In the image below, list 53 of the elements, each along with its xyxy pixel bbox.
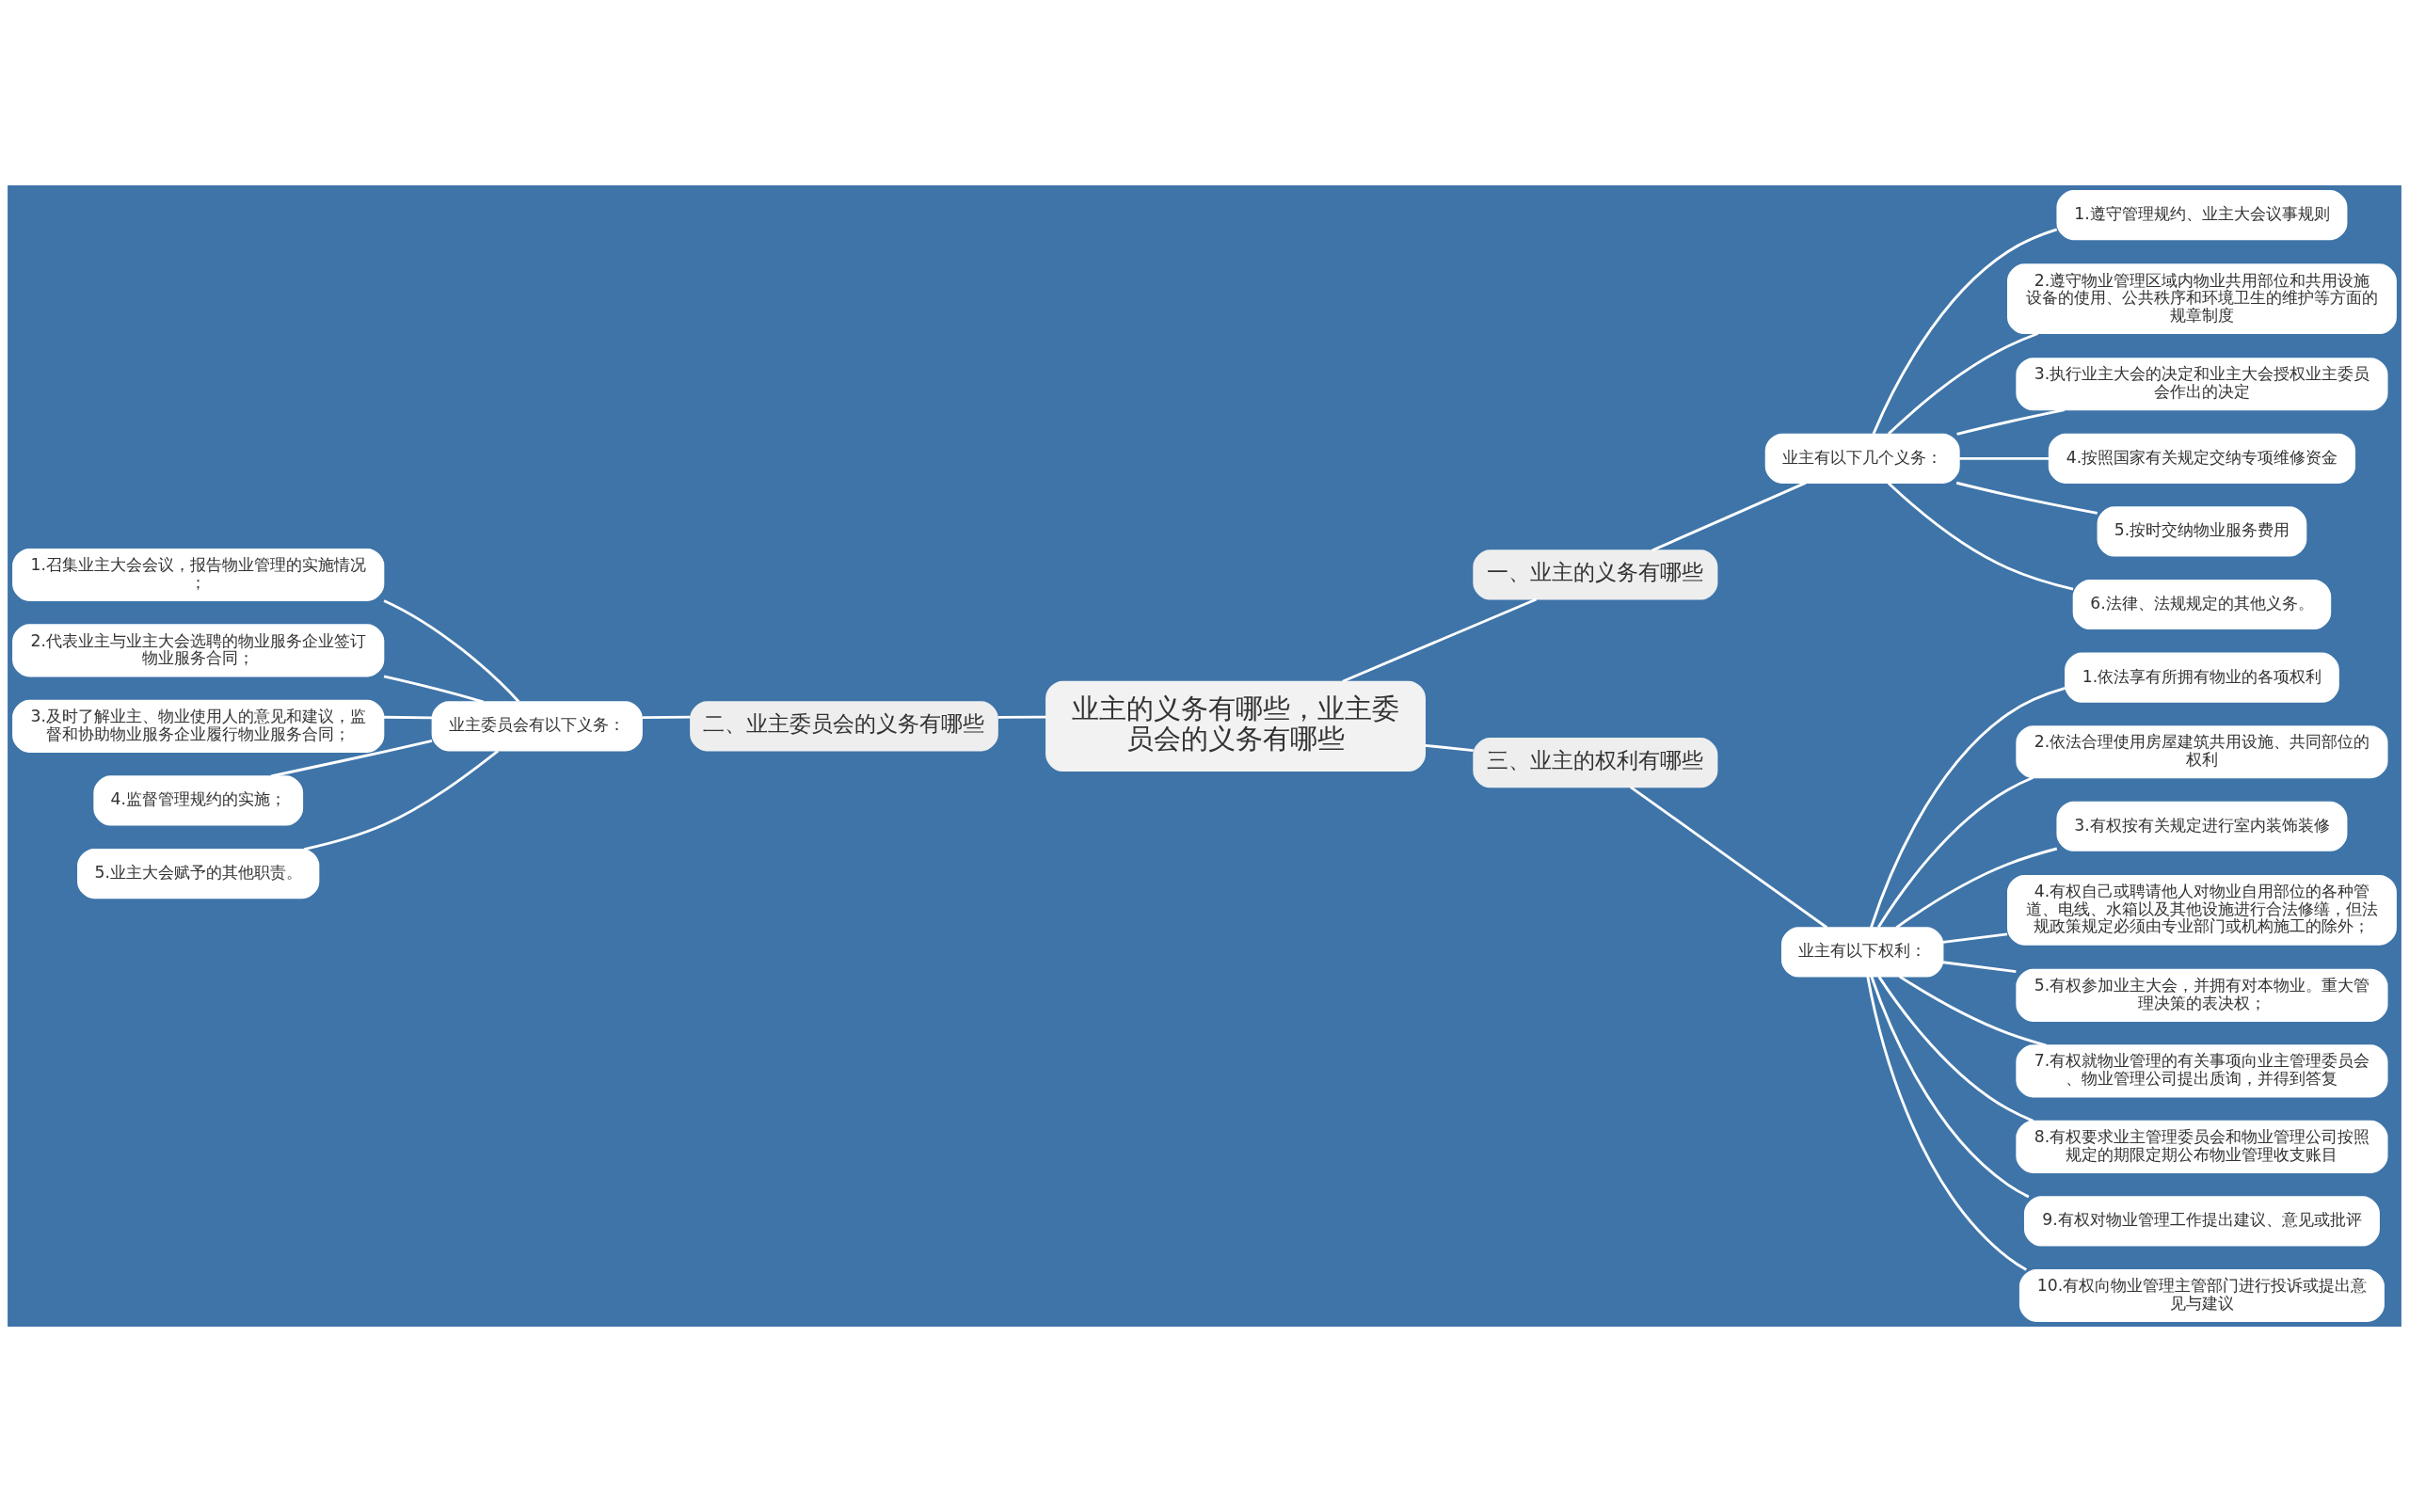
connector	[1942, 932, 2008, 944]
connector	[1888, 332, 2039, 436]
connector	[1955, 481, 2098, 515]
connector	[1872, 228, 2058, 435]
connector	[997, 715, 1046, 719]
node-box: 3.执行业主大会的决定和业主大会授权业主委员会作出的决定	[2016, 358, 2388, 411]
node-box: 业主委员会有以下义务：	[431, 701, 643, 752]
node-box: 一、业主的义务有哪些	[1473, 549, 1718, 600]
node-box: 业主有以下权利：	[1780, 927, 1944, 978]
connector	[642, 715, 691, 720]
node-box: 3.有权按有关规定进行室内装饰装修	[2056, 801, 2348, 851]
node-box: 1.召集业主大会会议，报告物业管理的实施情况；	[12, 548, 385, 601]
connector	[1898, 975, 2047, 1047]
node-box: 4.有权自己或聘请他人对物业自用部位的各种管道、电线、水箱以及其他设施进行合法修缮，但法规政策规定必须由专业部门或机构施工的除外；	[2007, 874, 2397, 946]
connector	[383, 675, 484, 704]
connector	[1959, 456, 2050, 460]
connector	[1630, 786, 1828, 929]
connector	[1342, 597, 1538, 683]
node-box: 4.监督管理规约的实施；	[93, 775, 304, 826]
node-box: 5.按时交纳物业服务费用	[2097, 506, 2307, 557]
connector	[1956, 408, 2066, 436]
node-box: 4.按照国家有关规定交纳专项维修资金	[2048, 433, 2356, 484]
connector	[1876, 776, 2034, 929]
node-box: 3.及时了解业主、物业使用人的意见和建议，监督和协助物业服务企业履行物业服务合同；	[12, 699, 385, 753]
connector	[383, 715, 433, 720]
node-box: 6.法律、法规规定的其他义务。	[2072, 579, 2332, 630]
connector	[1895, 847, 2058, 929]
connector	[1870, 687, 2066, 929]
connector	[303, 750, 500, 851]
node-box: 1.遵守管理规约、业主大会议事规则	[2056, 190, 2348, 241]
node-box: 8.有权要求业主管理委员会和物业管理公司按照规定的期限定期公布物业管理收支账目	[2016, 1120, 2388, 1173]
connector	[1866, 976, 2027, 1271]
node-box: 5.业主大会赋予的其他职责。	[77, 848, 320, 899]
connector	[1425, 743, 1474, 752]
node-box: 业主有以下几个义务：	[1764, 433, 1960, 484]
connector	[1877, 976, 2034, 1122]
node-box: 2.遵守物业管理区域内物业共用部位和共用设施设备的使用、公共秩序和环境卫生的维护等方面的规章制度	[2007, 263, 2397, 335]
node-box: 1.依法享有所拥有物业的各项权利	[2065, 652, 2339, 703]
node-box: 2.依法合理使用房屋建筑共用设施、共同部位的权利	[2016, 725, 2388, 779]
node-box: 三、业主的权利有哪些	[1473, 738, 1718, 788]
node-box: 10.有权向物业管理主管部门进行投诉或提出意见与建议	[2018, 1268, 2385, 1322]
connector	[1870, 976, 2030, 1199]
connector	[1942, 961, 2017, 974]
connector	[270, 739, 433, 778]
node-box: 2.代表业主与业主大会选聘的物业服务企业签订物业服务合同；	[12, 624, 385, 677]
node-box: 7.有权就物业管理的有关事项向业主管理委员会、物业管理公司提出质询，并得到答复	[2016, 1044, 2388, 1098]
node-box: 9.有权对物业管理工作提出建议、意见或批评	[2023, 1196, 2380, 1247]
node-box: 业主的义务有哪些，业主委员会的义务有哪些	[1045, 680, 1426, 772]
connector	[383, 599, 520, 703]
connector	[1887, 482, 2074, 591]
node-box: 5.有权参加业主大会，并拥有对本物业。重大管理决策的表决权；	[2016, 968, 2388, 1022]
node-box: 二、业主委员会的义务有哪些	[690, 701, 998, 752]
connector	[1651, 481, 1807, 552]
